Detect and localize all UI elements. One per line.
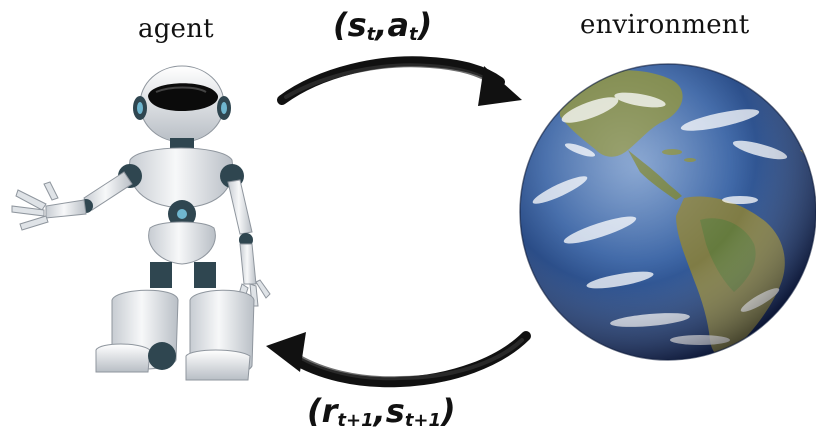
action-tuple-label: (st,at) bbox=[333, 6, 432, 45]
action-subscript: t bbox=[409, 24, 418, 45]
action-symbol: a bbox=[387, 6, 410, 44]
earth-globe-icon bbox=[519, 63, 816, 361]
action-arrow bbox=[277, 56, 522, 106]
action-arrowhead bbox=[478, 66, 522, 106]
robot-agent-icon bbox=[11, 65, 271, 381]
action-state-subscript: t bbox=[366, 24, 376, 45]
reward-subscript: t+1 bbox=[337, 410, 374, 431]
next-state-symbol: s bbox=[385, 392, 405, 430]
action-state-symbol: s bbox=[347, 6, 367, 44]
reward-arrow bbox=[266, 331, 531, 388]
action-tuple-close: ) bbox=[417, 6, 433, 44]
agent-label: agent bbox=[138, 14, 214, 44]
next-state-subscript: t+1 bbox=[404, 410, 442, 431]
reward-tuple-comma: , bbox=[373, 392, 386, 430]
reward-symbol: r bbox=[321, 392, 338, 430]
action-tuple-open: ( bbox=[333, 6, 348, 44]
environment-label: environment bbox=[580, 10, 750, 40]
reward-tuple-open: ( bbox=[307, 392, 322, 430]
reward-tuple-label: (rt+1,st+1) bbox=[307, 392, 456, 431]
action-tuple-comma: , bbox=[375, 6, 388, 44]
reward-tuple-close: ) bbox=[441, 392, 456, 430]
reward-arrowhead bbox=[266, 332, 306, 372]
